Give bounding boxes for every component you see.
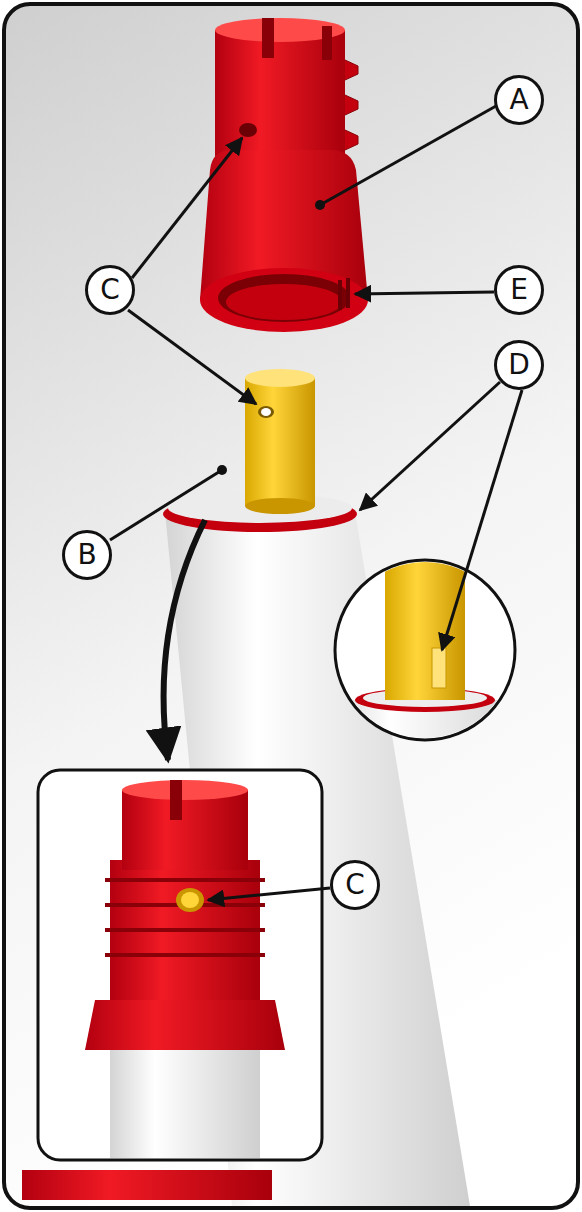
callout-letter: D: [494, 340, 544, 390]
callout-letter: C: [85, 265, 135, 315]
callout-letter: B: [62, 530, 112, 580]
callout-letter: A: [494, 75, 544, 125]
callout-letter: C: [330, 860, 380, 910]
callout-letter: E: [494, 265, 544, 315]
